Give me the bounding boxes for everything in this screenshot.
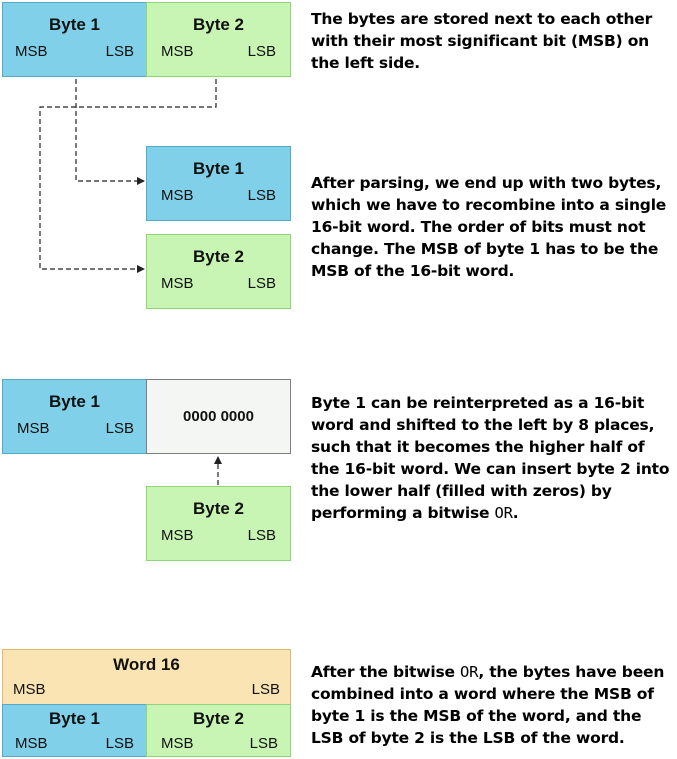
msb-label: MSB [161,527,194,544]
stage2-byte1-box: Byte 1 MSB LSB [146,146,291,221]
stage4-text-before: After the bitwise [311,663,461,681]
lsb-label: LSB [105,735,134,752]
byte2-title: Byte 2 [192,499,245,518]
lsb-label: LSB [247,187,276,204]
stage3-zeros-box: 0000 0000 [146,379,291,454]
stage4-byte1-box: Byte 1 MSB LSB [2,704,147,757]
stage4-description: After the bitwise OR, the bytes have bee… [311,661,675,749]
msb-label: MSB [161,187,194,204]
byte2-title: Byte 2 [192,709,245,728]
msb-label: MSB [15,735,48,752]
msb-label: MSB [13,681,46,698]
lsb-label: LSB [251,681,280,698]
stage3-byte1-box: Byte 1 MSB LSB [2,379,147,454]
zeros-value: 0000 0000 [183,408,254,425]
stage2-description: After parsing, we end up with two bytes,… [311,174,667,280]
stage4-byte2-box: Byte 2 MSB LSB [146,704,291,757]
byte2-move-arrow [39,79,217,273]
stage3-text-after: . [512,504,519,522]
lsb-label: LSB [247,275,276,292]
lsb-label: LSB [105,420,134,437]
or-operator: OR [494,504,513,522]
stage4-word-box: Word 16 MSB LSB [2,649,291,705]
stage3-byte2-box: Byte 2 MSB LSB [146,486,291,561]
stage1-byte1-box: Byte 1 MSB LSB [2,2,147,77]
msb-label: MSB [17,420,50,437]
lsb-label: LSB [247,43,276,60]
msb-label: MSB [161,275,194,292]
stage2-byte2-box: Byte 2 MSB LSB [146,234,291,309]
byte1-title: Byte 1 [48,392,101,411]
byte1-move-arrow [75,79,145,185]
msb-label: MSB [161,735,194,752]
msb-label: MSB [161,43,194,60]
stage1-description: The bytes are stored next to each other … [311,10,653,72]
byte1-title: Byte 1 [48,15,101,34]
word-title: Word 16 [113,655,180,674]
stage3-description: Byte 1 can be reinterpreted as a 16-bit … [311,392,675,524]
or-operator: OR [460,663,479,681]
stage1-byte2-box: Byte 2 MSB LSB [146,2,291,77]
lsb-label: LSB [105,43,134,60]
lsb-label: LSB [247,527,276,544]
msb-label: MSB [15,43,48,60]
byte1-title: Byte 1 [192,159,245,178]
byte1-title: Byte 1 [48,709,101,728]
lsb-label: LSB [249,735,278,752]
stage3-text-before: Byte 1 can be reinterpreted as a 16-bit … [311,394,670,522]
byte2-title: Byte 2 [192,15,245,34]
stage4-text-after: , the bytes have been combined into a wo… [311,663,665,747]
byte2-title: Byte 2 [192,247,245,266]
